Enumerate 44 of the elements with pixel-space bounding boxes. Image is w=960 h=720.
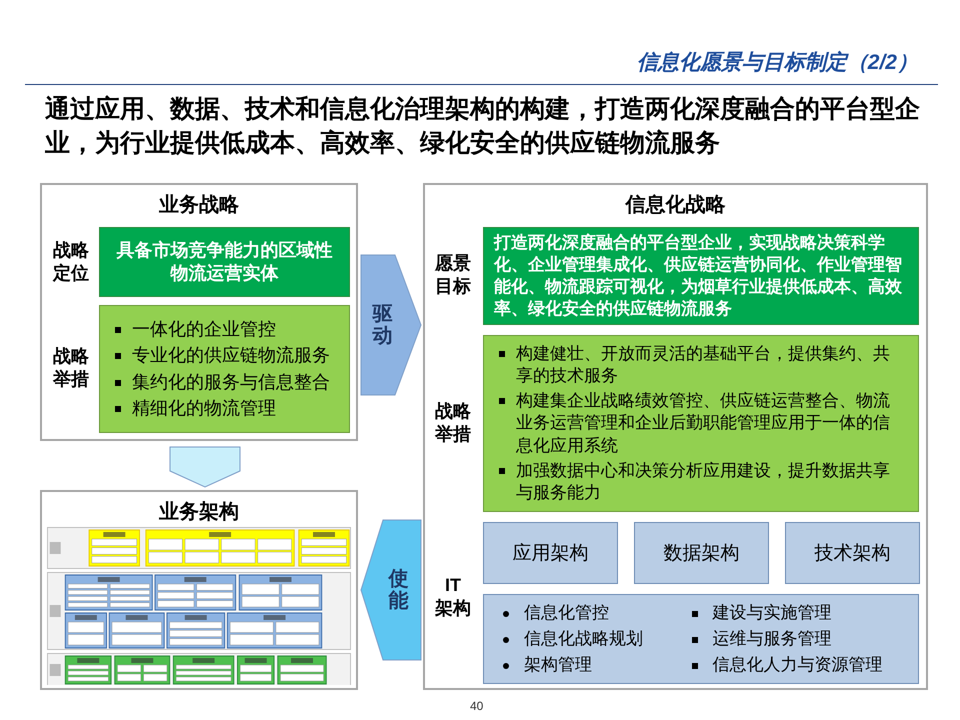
bullet-item: 信息化战略规划 <box>524 628 643 650</box>
headline: 通过应用、数据、技术和信息化治理架构的构建，打造两化深度融合的平台型企业，为行业提供低成本、高效率、绿化安全的供应链物流服务 <box>45 94 921 159</box>
bullet-item: 建设与实施管理 <box>712 602 832 624</box>
block-arrow <box>360 520 422 660</box>
edge-label: 驱动 <box>372 303 392 347</box>
block-arrow <box>170 446 240 488</box>
statement-text: 具备市场竞争能力的区域性物流运营实体 <box>116 238 334 285</box>
bullet-item: 信息化人力与资源管理 <box>712 654 883 676</box>
box-label: 技术架构 <box>814 542 890 566</box>
box-label: 数据架构 <box>664 542 740 566</box>
row-label: 愿景目标 <box>434 252 472 298</box>
bullet-item: 专业化的供应链物流服务 <box>132 344 330 368</box>
architecture-box <box>483 522 618 584</box>
page-number: 40 <box>470 699 484 713</box>
page-title: 信息化愿景与目标制定（2/2） <box>636 50 918 76</box>
bullet-list-box <box>483 335 919 512</box>
block-arrow <box>360 254 422 396</box>
row-label: 战略举措 <box>52 345 90 391</box>
statement-box <box>99 227 350 297</box>
panel-heading: 业务架构 <box>158 500 240 525</box>
section-panel <box>423 183 928 690</box>
bullet-item: 信息化管控 <box>524 602 609 624</box>
panel-heading: 信息化战略 <box>624 193 726 218</box>
bullet-item: 加强数据中心和决策分析应用建设，提升数据共享与服务能力 <box>516 460 891 504</box>
row-label: 战略定位 <box>52 239 90 285</box>
panel-heading: 业务战略 <box>158 193 240 218</box>
bullet-item: 构建健壮、开放而灵活的基础平台，提供集约、共享的技术服务 <box>516 343 891 388</box>
bullet-item: 集约化的服务与信息整合 <box>132 370 330 394</box>
section-panel <box>40 490 358 690</box>
bullet-item: 精细化的物流管理 <box>132 396 276 420</box>
architecture-box <box>785 522 920 584</box>
bullet-item: 架构管理 <box>524 654 592 676</box>
bullet-item: 构建集企业战略绩效管控、供应链运营整合、物流业务运营管理和企业后勤职能管理应用于一体的信息化应用系统 <box>516 390 891 457</box>
box-label: 应用架构 <box>512 542 588 566</box>
bullet-list-box <box>483 594 919 684</box>
row-label: IT 架构 <box>434 574 472 620</box>
bullet-item: 运维与服务管理 <box>712 628 832 650</box>
section-panel <box>40 183 358 441</box>
edge-label: 使能 <box>388 568 408 612</box>
architecture-box <box>634 522 769 584</box>
bullet-list-box <box>99 305 350 433</box>
statement-text: 打造两化深度融合的平台型企业，实现战略决策科学化、企业管理集成化、供应链运营协同化、作业管理智能化、物流跟踪可视化，为烟草行业提供低成本、高效率、绿化安全的供应链物流服务 <box>494 232 903 320</box>
bullet-item: 一体化的企业管控 <box>132 318 276 341</box>
row-label: 战略举措 <box>434 400 472 446</box>
